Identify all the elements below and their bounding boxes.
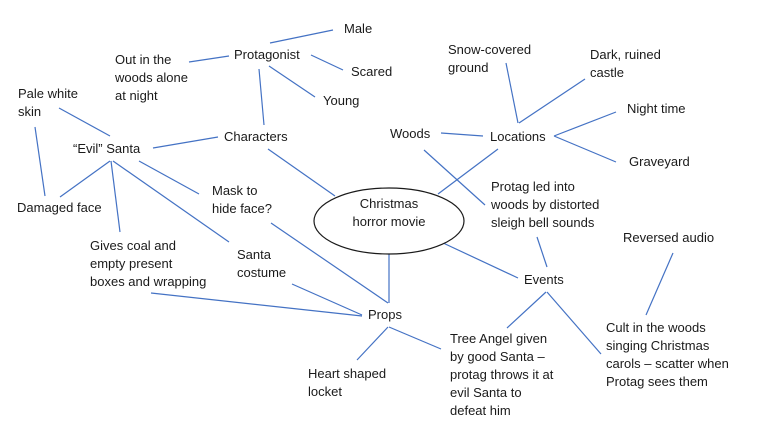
edge-evil-santa-gives-coal xyxy=(110,160,121,233)
node-locket[interactable]: Heart shaped locket xyxy=(308,366,387,399)
edge-evil-santa-pale-skin xyxy=(58,107,111,137)
edge-locations-snow xyxy=(505,62,519,124)
edge-props-locket xyxy=(356,326,389,361)
edge-locations-graveyard xyxy=(553,135,617,163)
center-ellipse xyxy=(313,187,465,255)
node-scared[interactable]: Scared xyxy=(351,64,393,79)
node-woods[interactable]: Woods xyxy=(390,126,431,141)
edge-events-tree-angel xyxy=(506,291,547,329)
node-characters[interactable]: Characters xyxy=(224,129,288,144)
edge-locations-woods xyxy=(440,132,484,137)
node-night[interactable]: Night time xyxy=(627,101,686,116)
edge-center-events xyxy=(440,241,519,279)
center-topic[interactable]: Christmas horror movie xyxy=(352,196,426,229)
node-damaged-face[interactable]: Damaged face xyxy=(17,200,102,215)
edge-evil-santa-santa-costume xyxy=(112,160,230,243)
node-gives-coal[interactable]: Gives coal and empty present boxes and w… xyxy=(90,238,207,289)
edge-locations-castle xyxy=(518,78,586,124)
node-santa-costume[interactable]: Santa costume xyxy=(237,247,287,280)
edge-props-gives-coal xyxy=(150,292,363,317)
edge-evil-santa-mask xyxy=(138,160,200,195)
node-male[interactable]: Male xyxy=(344,21,373,36)
node-out-in-woods[interactable]: Out in the woods alone at night xyxy=(115,52,188,103)
edge-protagonist-male xyxy=(269,29,334,44)
edge-props-santa-costume xyxy=(291,283,363,316)
edge-props-tree-angel xyxy=(388,326,442,350)
edge-locations-night xyxy=(553,111,617,137)
node-reversed-audio[interactable]: Reversed audio xyxy=(623,230,715,245)
node-graveyard[interactable]: Graveyard xyxy=(629,154,690,169)
edge-events-cult xyxy=(546,291,602,355)
edge-protagonist-young xyxy=(268,65,316,98)
node-props[interactable]: Props xyxy=(368,307,402,322)
edge-pale-skin-damaged-face xyxy=(34,126,46,197)
edge-center-characters xyxy=(267,148,336,197)
node-tree-angel[interactable]: Tree Angel given by good Santa – protag … xyxy=(450,331,554,418)
node-snow[interactable]: Snow-covered ground xyxy=(448,42,532,75)
node-locations[interactable]: Locations xyxy=(490,129,546,144)
node-protagonist[interactable]: Protagonist xyxy=(234,47,300,62)
node-mask[interactable]: Mask to hide face? xyxy=(212,183,272,216)
edge-cult-reversed-audio xyxy=(645,252,674,316)
node-protag-led[interactable]: Protag led into woods by distorted sleig… xyxy=(491,179,600,230)
edge-props-mask xyxy=(270,222,389,304)
edge-center-locations xyxy=(437,148,499,195)
node-evil-santa[interactable]: “Evil” Santa xyxy=(73,141,141,156)
edge-protagonist-out-in-woods xyxy=(188,55,230,63)
edge-characters-evil-santa xyxy=(152,136,219,149)
node-young[interactable]: Young xyxy=(323,93,360,108)
edge-woods-protag-led xyxy=(423,149,486,206)
node-castle[interactable]: Dark, ruined castle xyxy=(590,47,661,80)
edge-protagonist-scared xyxy=(310,54,344,71)
node-events[interactable]: Events xyxy=(524,272,564,287)
edge-characters-protagonist xyxy=(258,68,265,126)
edge-protag-led-events xyxy=(536,236,548,268)
node-pale-skin[interactable]: Pale white skin xyxy=(18,86,78,119)
node-cult[interactable]: Cult in the woods singing Christmas caro… xyxy=(606,320,729,389)
edge-evil-santa-damaged-face xyxy=(59,160,111,198)
